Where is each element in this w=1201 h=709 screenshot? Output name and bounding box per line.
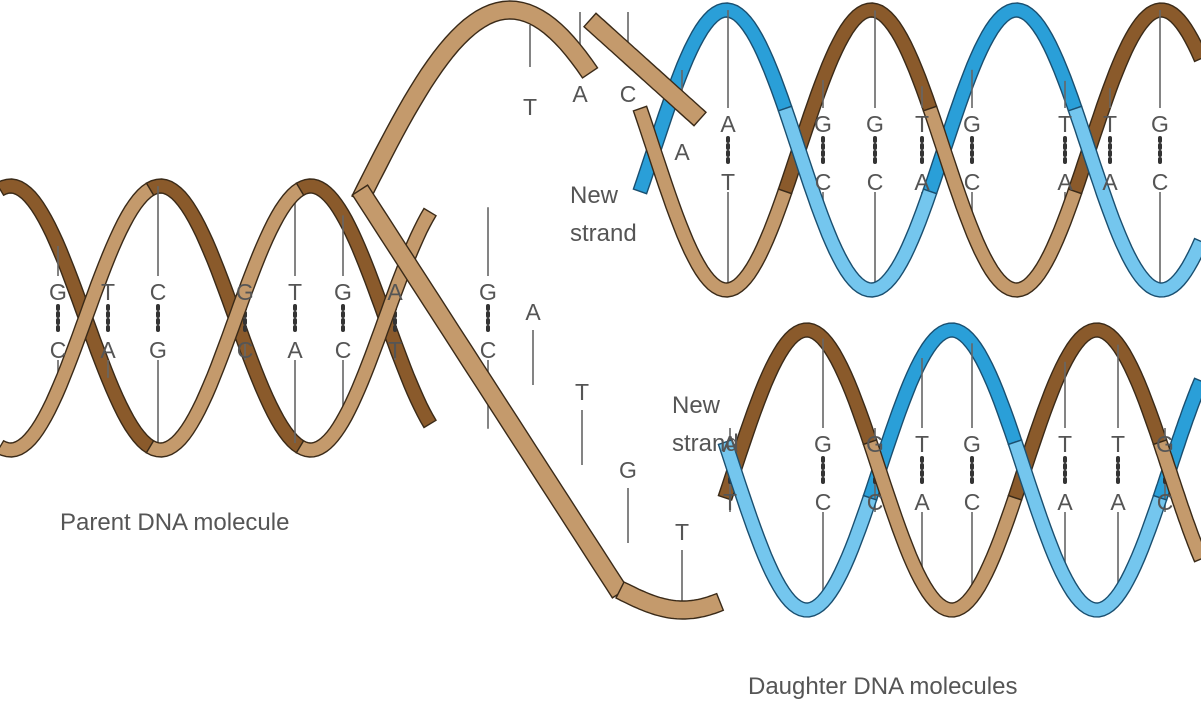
parent-pair-3-bottom-base: C (237, 337, 254, 363)
parent-strand-unwound-top-2 (583, 12, 707, 127)
bottom-daughter-pair-5-top-base: T (1058, 431, 1072, 457)
top-daughter-pair-6-bottom-base: A (1102, 169, 1118, 195)
parent-pair-1-top-base: T (101, 279, 115, 305)
parent-pair-5-bottom-base: C (335, 337, 352, 363)
top-daughter-pair-3-top-base: T (915, 111, 929, 137)
top-daughter-parent-strand (632, 105, 793, 298)
top-daughter-pair-7-bottom-base: C (1152, 169, 1169, 195)
top-daughter-pair-2-top-base: G (866, 111, 884, 137)
parent-pair-0-bottom-base: C (50, 337, 67, 363)
parent-pair-4-top-base: T (288, 279, 302, 305)
top-daughter-pair-1-bottom-base: C (815, 169, 832, 195)
daughter-dna-label: Daughter DNA molecules (748, 673, 1017, 700)
top-daughter-pair-0-bottom-base: T (721, 169, 735, 195)
bottom-daughter-pair-2-top-base: G (866, 431, 884, 457)
top-daughter-pair-4-top-base: G (963, 111, 981, 137)
parent-pair-6-top-base: A (387, 279, 403, 305)
top-daughter-new-strand (777, 105, 938, 298)
parent-pair-3-top-base: G (236, 279, 254, 305)
unwound-bottom-base-3: T (675, 519, 689, 545)
bottom-daughter-pair-5-bottom-base: A (1057, 489, 1073, 515)
bottom-daughter-pair-4-bottom-base: C (964, 489, 981, 515)
parent-pair-4-bottom-base: A (287, 337, 303, 363)
parent-dna-label: Parent DNA molecule (60, 509, 289, 536)
parent-pair-6-bottom-base: T (388, 337, 402, 363)
top-daughter-pair-0-top-base: A (720, 111, 736, 137)
parent-strand-unwound-bottom-2 (615, 581, 725, 620)
unwound-top-base-0: T (523, 94, 537, 120)
bottom-daughter-pair-6-bottom-base: A (1110, 489, 1126, 515)
top-daughter-parent-strand (922, 105, 1083, 298)
bottom-daughter-pair-0-top-base: A (722, 431, 738, 457)
new-strand-top-label-line1: New (570, 182, 619, 209)
bottom-daughter-pair-3-bottom-base: A (914, 489, 930, 515)
parent-pair-5-top-base: G (334, 279, 352, 305)
parent-pair-0-top-base: G (49, 279, 67, 305)
parent-pair-7-bottom-base: C (480, 337, 497, 363)
parent-pair-7-top-base: G (479, 279, 497, 305)
bottom-daughter-pair-7-bottom-base: C (1157, 489, 1174, 515)
new-strand-bottom-label-line1: New (672, 392, 721, 419)
top-daughter-pair-5-top-base: T (1058, 111, 1072, 137)
unwound-top-base-3: A (674, 139, 690, 165)
bottom-daughter-pair-2-bottom-base: C (867, 489, 884, 515)
unwound-top-base-1: A (572, 81, 588, 107)
top-daughter-new-strand (1067, 105, 1201, 298)
bottom-daughter-pair-1-bottom-base: C (815, 489, 832, 515)
bottom-daughter-pair-7-top-base: G (1156, 431, 1174, 457)
new-strand-bottom-label-line2: strand (672, 430, 739, 457)
bottom-daughter-pair-4-top-base: G (963, 431, 981, 457)
bottom-daughter-parent-strand (1152, 439, 1201, 563)
bottom-daughter-pair-3-top-base: T (915, 431, 929, 457)
top-daughter-pair-1-top-base: G (814, 111, 832, 137)
new-strand-top-label-line2: strand (570, 220, 637, 247)
top-daughter-pair-3-bottom-base: A (914, 169, 930, 195)
parent-strand-2 (145, 182, 305, 458)
top-daughter-pair-6-top-base: T (1103, 111, 1117, 137)
bottom-daughter-pair-1-top-base: G (814, 431, 832, 457)
bottom-daughter-pair-6-top-base: T (1111, 431, 1125, 457)
backbone-back-segments (0, 2, 1201, 501)
base-letters: G C T A C G G C T A G C A T G C T A C A A T G T A T G C G C T A G C T A T A G C… (49, 81, 1174, 545)
top-daughter-pair-4-bottom-base: C (964, 169, 981, 195)
parent-pair-1-bottom-base: A (100, 337, 116, 363)
top-daughter-pair-7-top-base: G (1151, 111, 1169, 137)
top-daughter-pair-5-bottom-base: A (1057, 169, 1073, 195)
unwound-bottom-base-0: A (525, 299, 541, 325)
backbone-front-segments (0, 0, 1201, 620)
unwound-bottom-base-2: G (619, 457, 637, 483)
base-pair-rungs (56, 10, 1167, 605)
bottom-daughter-pair-0-bottom-base: T (723, 489, 737, 515)
parent-strand-unwound-top (351, 0, 599, 205)
bottom-daughter-parent-strand (862, 439, 1023, 618)
top-daughter-parent-strand (1067, 2, 1201, 195)
parent-strand-2 (295, 178, 437, 429)
unwound-bottom-base-1: T (575, 379, 589, 405)
bottom-daughter-new-strand (717, 439, 878, 618)
unwound-top-base-2: C (620, 81, 637, 107)
bottom-daughter-new-strand (1007, 439, 1168, 618)
top-daughter-pair-2-bottom-base: C (867, 169, 884, 195)
parent-strand-1 (0, 182, 155, 458)
parent-pair-2-bottom-base: G (149, 337, 167, 363)
parent-pair-2-top-base: C (150, 279, 167, 305)
